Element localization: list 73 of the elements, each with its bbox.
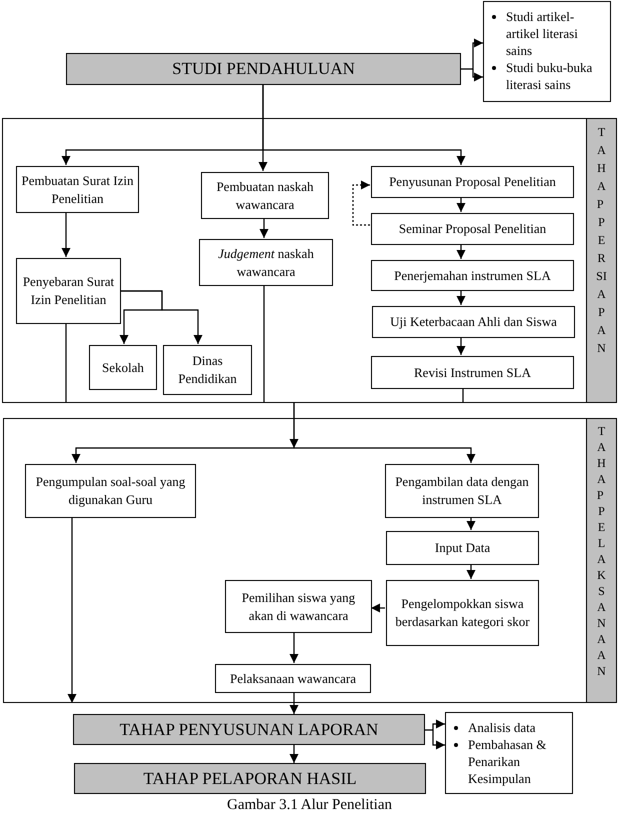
arrow [260, 218, 268, 238]
process-box [372, 306, 575, 338]
box-label: Judgement naskah wawancara [217, 244, 315, 280]
process-box [371, 213, 574, 245]
box-label: Pengumpulan soal-soal yang digunakan Guru [34, 473, 186, 509]
box-label: Sekolah [102, 358, 144, 376]
process-box [16, 258, 121, 324]
box-label: Pengambilan data dengan instrumen SLA [394, 473, 530, 509]
box-label: Seminar Proposal Penelitian [398, 220, 546, 238]
process-box [225, 580, 372, 633]
arrow [456, 290, 466, 305]
box-label: STUDI PENDAHULUAN [172, 59, 355, 79]
box-label: Pembuatan naskah wawancara [215, 178, 315, 214]
arrow [371, 604, 385, 612]
bullet-item: Analisis data [468, 720, 536, 735]
box-label: Uji Keterbacaan Ahli dan Siswa [390, 313, 557, 331]
arrow [262, 85, 466, 165]
process-box [386, 580, 539, 646]
figure-caption: Gambar 3.1 Alur Penelitian [227, 796, 392, 814]
box-label: Revisi Instrumen SLA [414, 364, 531, 382]
arrow [456, 197, 466, 212]
box-label: TAHAP PELAPORAN HASIL [143, 768, 357, 788]
process-box [25, 464, 196, 518]
process-box [16, 166, 139, 213]
process-box [371, 260, 574, 291]
note-box [445, 712, 573, 794]
arrow [293, 403, 476, 463]
phase-panel [2, 118, 617, 403]
box-label: Dinas Pendidikan [177, 352, 238, 388]
stage-box [66, 53, 461, 85]
process-box [215, 664, 371, 693]
connector-line [462, 388, 464, 403]
box-label: Penyebaran Surat Izin Penelitian [22, 273, 116, 309]
stage-box [73, 714, 425, 745]
arrow [456, 337, 466, 355]
arrow [461, 38, 483, 82]
box-label: Input Data [434, 539, 490, 557]
phase-panel [3, 418, 617, 703]
arrow [68, 517, 76, 703]
connector-line [263, 285, 265, 403]
phase-label: TAHAP PERSIAPAN [596, 124, 608, 357]
arrow [290, 692, 298, 714]
bullet-item: Studi artikel-artikel literasi sains [506, 9, 578, 58]
bullet-item: Studi buku-buka literasi sains [506, 60, 592, 92]
process-box [163, 345, 252, 395]
note-box [483, 1, 611, 102]
box-label: Penerjemahan instrumen SLA [394, 266, 551, 284]
arrow [62, 212, 70, 257]
process-box [199, 239, 333, 286]
stage-box [74, 763, 426, 794]
box-label: Pengelompokkan siswa berdasarkan kategori skor [394, 595, 531, 631]
process-box [201, 172, 329, 219]
box-label: Pemilihan siswa yang akan di wawancara [240, 588, 356, 624]
arrow [466, 564, 476, 579]
bullet-item: Pembahasan & Penarikan Kesimpulan [468, 737, 546, 786]
dashed-arrow [352, 180, 370, 226]
arrow [120, 290, 202, 344]
process-box [386, 531, 539, 565]
arrow [290, 745, 298, 763]
process-box [385, 464, 539, 518]
arrow [456, 244, 466, 259]
arrow [466, 517, 476, 530]
process-box [371, 166, 574, 198]
process-box [89, 345, 157, 390]
arrow [425, 720, 445, 750]
phase-label: TAHAP PELAKSANAAN [596, 423, 607, 680]
box-label: TAHAP PENYUSUNAN LAPORAN [120, 720, 378, 740]
box-label: Penyusunan Proposal Penelitian [389, 173, 556, 191]
box-label: Pembuatan Surat Izin Penelitian [20, 172, 134, 208]
process-box [371, 356, 574, 389]
box-label: Pelaksanaan wawancara [230, 670, 356, 688]
arrow [290, 632, 298, 663]
connector-line [65, 323, 67, 403]
